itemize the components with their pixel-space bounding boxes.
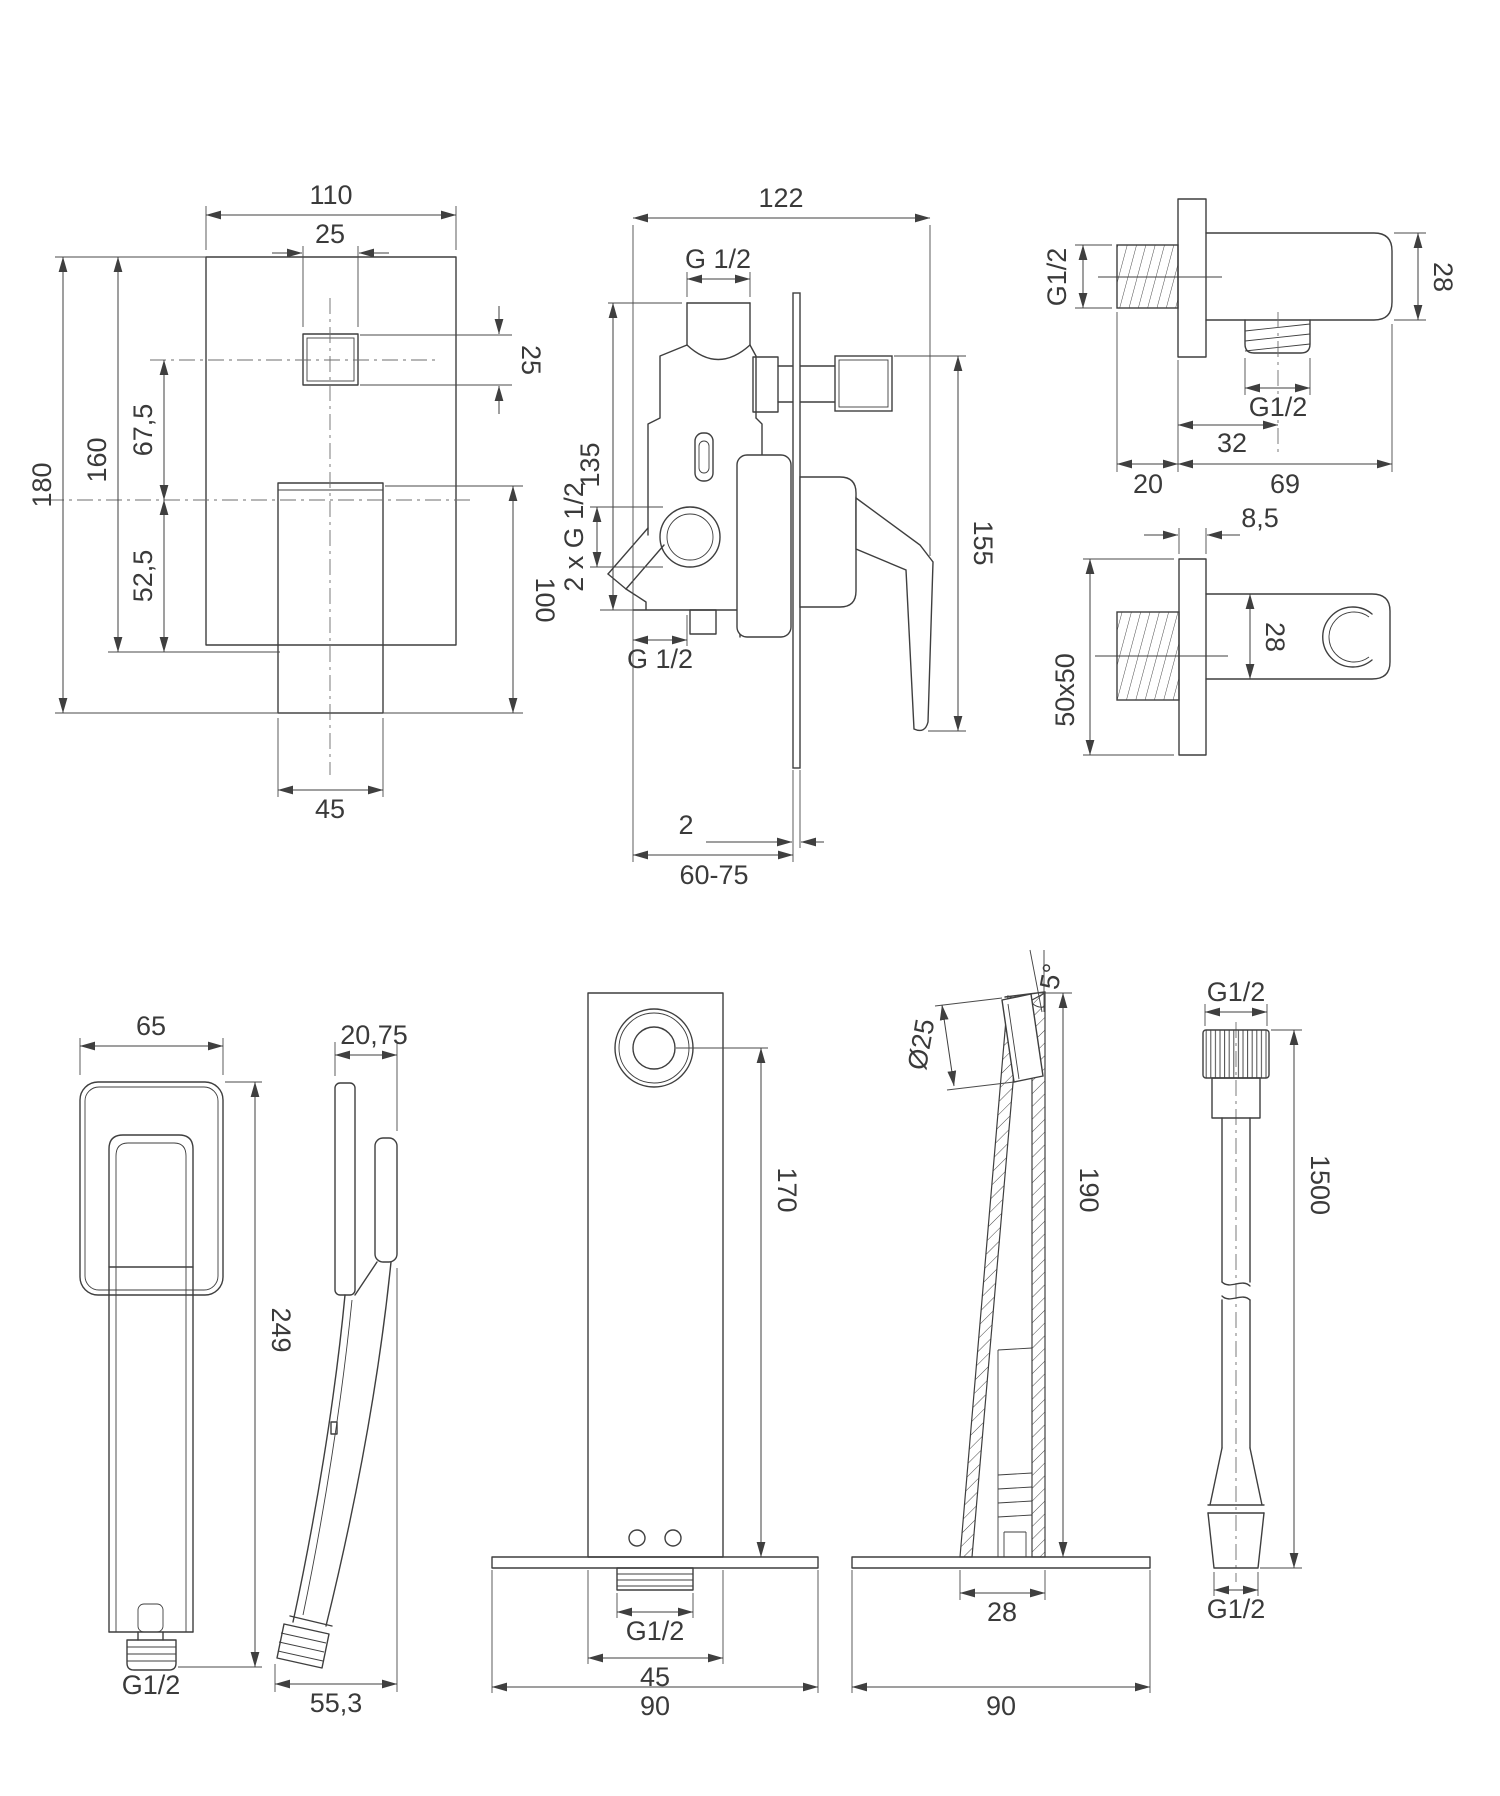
mixer-front-dimensions: 110 25 25 160 180 67,5: [27, 180, 560, 824]
dim-label-flange-thickness: 8,5: [1241, 503, 1279, 533]
dim-label-height: 170: [772, 1167, 802, 1212]
wall-elbow-view: G1/2 28 G1/2 32 20 69: [1042, 198, 1458, 499]
dim-label-knob-height: 25: [516, 345, 546, 375]
dim-label-knob-offset: 67,5: [128, 404, 158, 457]
mixer-front-centerlines: [48, 298, 470, 775]
dim-label-lever-width: 45: [315, 794, 345, 824]
dim-label-trim-height: 155: [968, 520, 998, 565]
dim-label-lever-height: 100: [530, 577, 560, 622]
handshower-front-outline: [79, 1081, 224, 1671]
handshower-side-dimensions: 20,75 55,3: [274, 1020, 408, 1718]
hose-dimensions: G1/2 1500 G1/2: [1204, 977, 1335, 1624]
mixer-side-dimensions: 122 G 1/2 135 2 x G 1/2 G 1/2 155: [559, 183, 998, 890]
shower-holder-view: 8,5 50x50 28: [1050, 503, 1391, 756]
handshower-front-view: 65 249 G1/2: [79, 1011, 296, 1700]
dim-label-outlet-offset: 52,5: [128, 550, 158, 603]
dim-label-side-threads: 2 x G 1/2: [559, 482, 589, 592]
dim-label-bottom-thread: G1/2: [1207, 1594, 1266, 1624]
dim-label-height: 190: [1074, 1167, 1104, 1212]
dim-label-body-height: 28: [1428, 262, 1458, 292]
spout-side-dimensions: Ø25 5° 190 28 90: [851, 949, 1151, 1721]
hose-outline: [1202, 1022, 1270, 1582]
mixer-front-view: 110 25 25 160 180 67,5: [27, 180, 560, 824]
shower-holder-outline: [1095, 558, 1391, 756]
dim-label-flange-depth: 20: [1133, 469, 1163, 499]
wall-elbow-outline: [1098, 198, 1393, 455]
dim-label-total-height: 180: [27, 462, 57, 507]
dim-label-body-height: 135: [575, 442, 605, 487]
dim-label-outlet-offset: 32: [1217, 428, 1247, 458]
dim-label-bottom-width: 28: [987, 1597, 1017, 1627]
spout-front-outline: [491, 992, 819, 1591]
dim-label-total-height: 249: [266, 1307, 296, 1352]
dim-label-top-thread: G 1/2: [685, 244, 751, 274]
dim-label-top-thread: G1/2: [1207, 977, 1266, 1007]
dim-label-thread: G1/2: [122, 1670, 181, 1700]
dim-label-plate-height: 160: [82, 437, 112, 482]
handshower-front-dimensions: 65 249 G1/2: [79, 1011, 296, 1700]
dim-label-inlet-thread: G1/2: [1042, 248, 1072, 307]
dim-label-base-width: 90: [640, 1691, 670, 1721]
spout-side-outline: [851, 991, 1151, 1569]
dim-label-angle: 5°: [1034, 961, 1068, 992]
dim-label-opening-diameter: Ø25: [902, 1017, 940, 1072]
spout-front-view: 170 G1/2 45 90: [491, 992, 819, 1721]
handshower-side-outline: [276, 1082, 398, 1669]
dim-label-body-length: 69: [1270, 469, 1300, 499]
dim-label-install-depth: 60-75: [679, 860, 748, 890]
dim-label-bottom-thread: G 1/2: [627, 644, 693, 674]
dim-label-depth: 122: [758, 183, 803, 213]
dim-label-length: 1500: [1305, 1155, 1335, 1215]
hose-view: G1/2 1500 G1/2: [1202, 977, 1335, 1624]
dim-label-holder-height: 28: [1260, 622, 1290, 652]
shower-holder-dimensions: 8,5 50x50 28: [1050, 503, 1290, 756]
dim-label-plate-width: 110: [309, 180, 352, 210]
dim-label-flange-size: 50x50: [1050, 653, 1080, 727]
wall-elbow-dimensions: G1/2 28 G1/2 32 20 69: [1042, 232, 1458, 499]
dim-label-thread: G1/2: [626, 1616, 685, 1646]
dim-label-bottom-depth: 55,3: [310, 1688, 363, 1718]
dim-label-knob-width: 25: [315, 219, 345, 249]
handshower-side-view: 20,75 55,3: [274, 1020, 408, 1718]
dim-label-head-depth: 20,75: [340, 1020, 408, 1050]
dim-label-outlet-thread: G1/2: [1249, 392, 1308, 422]
mixer-side-view: 122 G 1/2 135 2 x G 1/2 G 1/2 155: [559, 183, 998, 890]
dim-label-plate-thickness: 2: [678, 810, 693, 840]
dim-label-base-width: 90: [986, 1691, 1016, 1721]
mixer-side-outline: [607, 292, 934, 769]
spout-front-dimensions: 170 G1/2 45 90: [491, 1047, 819, 1721]
dim-label-head-width: 65: [136, 1011, 166, 1041]
mixer-front-outline: [205, 256, 457, 714]
spout-side-section: Ø25 5° 190 28 90: [851, 949, 1151, 1721]
